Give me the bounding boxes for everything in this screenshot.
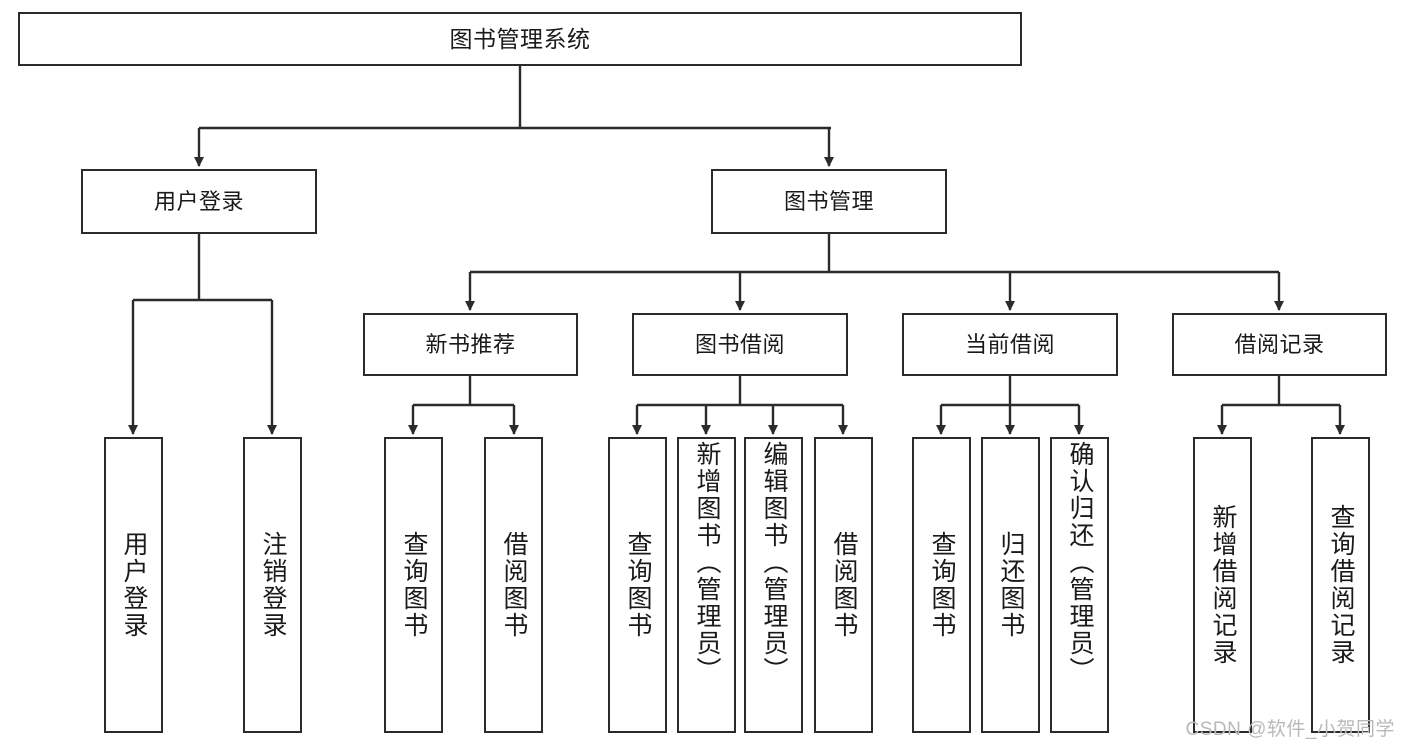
leaf-query-book-recommend[interactable]: 查询图书 <box>384 437 443 733</box>
node-label: 借阅记录 <box>1234 331 1325 357</box>
node-label: 借阅图书 <box>500 531 528 639</box>
leaf-add-book-admin[interactable]: 新增图书（管理员） <box>677 437 736 733</box>
node-label: 用户登录 <box>153 188 244 214</box>
leaf-edit-book-admin[interactable]: 编辑图书（管理员） <box>744 437 803 733</box>
node-new-book-recommend[interactable]: 新书推荐 <box>363 313 578 376</box>
node-label: 查询图书 <box>400 531 428 639</box>
node-book-borrow[interactable]: 图书借阅 <box>632 313 848 376</box>
node-book-management[interactable]: 图书管理 <box>711 169 947 234</box>
node-label: 查询图书 <box>928 531 956 639</box>
node-current-borrow[interactable]: 当前借阅 <box>902 313 1118 376</box>
node-label: 图书借阅 <box>694 331 785 357</box>
leaf-user-login[interactable]: 用户登录 <box>104 437 163 733</box>
leaf-query-borrow-record[interactable]: 查询借阅记录 <box>1311 437 1370 733</box>
leaf-add-borrow-record[interactable]: 新增借阅记录 <box>1193 437 1252 733</box>
watermark-text: CSDN @软件_小贺同学 <box>1185 719 1395 740</box>
node-label: 新增借阅记录 <box>1209 504 1237 666</box>
node-label: 当前借阅 <box>964 331 1055 357</box>
node-label: 查询借阅记录 <box>1327 504 1355 666</box>
leaf-borrow-book-recommend[interactable]: 借阅图书 <box>484 437 543 733</box>
leaf-query-book-current[interactable]: 查询图书 <box>912 437 971 733</box>
leaf-confirm-return-admin[interactable]: 确认归还（管理员） <box>1050 437 1109 733</box>
node-label: 编辑图书（管理员） <box>760 441 788 684</box>
node-label: 借阅图书 <box>830 531 858 639</box>
node-label: 归还图书 <box>997 531 1025 639</box>
node-label: 新增图书（管理员） <box>693 441 721 684</box>
node-user-login[interactable]: 用户登录 <box>81 169 317 234</box>
node-label: 图书管理 <box>783 188 874 214</box>
node-label: 确认归还（管理员） <box>1066 441 1094 684</box>
leaf-borrow-book[interactable]: 借阅图书 <box>814 437 873 733</box>
leaf-logout-login[interactable]: 注销登录 <box>243 437 302 733</box>
node-label: 注销登录 <box>259 531 287 639</box>
node-label: 查询图书 <box>624 531 652 639</box>
node-label: 用户登录 <box>120 531 148 639</box>
node-label: 新书推荐 <box>425 331 516 357</box>
leaf-query-book-borrow[interactable]: 查询图书 <box>608 437 667 733</box>
node-root-system[interactable]: 图书管理系统 <box>18 12 1022 66</box>
node-label: 图书管理系统 <box>449 25 591 52</box>
node-borrow-record[interactable]: 借阅记录 <box>1172 313 1387 376</box>
leaf-return-book[interactable]: 归还图书 <box>981 437 1040 733</box>
